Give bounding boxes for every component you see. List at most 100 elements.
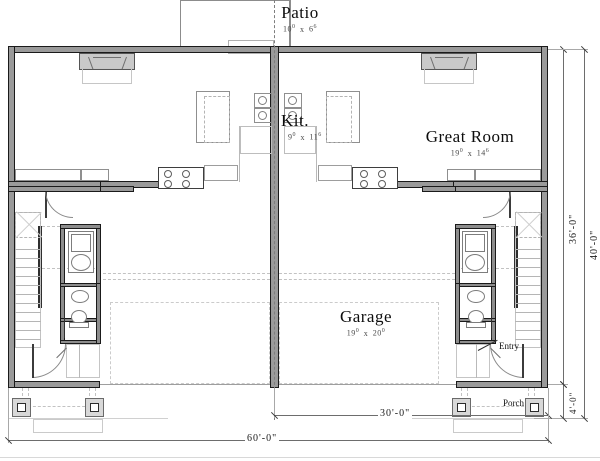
ext-line-depth-outer-bottom	[534, 418, 588, 419]
porch-rail-right	[390, 418, 548, 419]
sink-basin-left-b	[258, 111, 267, 120]
porch-line-right-b	[467, 388, 468, 406]
bay-window-right-sill	[424, 68, 474, 84]
room-label-kitchen: Kit. 90 x 116	[281, 112, 351, 143]
garage-dimensions: 190 x 200	[346, 328, 386, 338]
bath-wall-right-inner	[455, 224, 460, 284]
burner-left-3	[164, 180, 172, 188]
garage-name: Garage	[339, 307, 393, 326]
kitchen-partition-right	[316, 126, 317, 182]
closet-divider-right	[476, 344, 477, 378]
stair-tread-right	[515, 285, 541, 286]
burner-right-2	[378, 170, 386, 178]
tub-left-inner	[71, 234, 91, 252]
kitchen-sink-left-b	[254, 108, 272, 123]
dimension-line-depth-inner	[563, 49, 564, 384]
closet-left	[66, 344, 100, 378]
porch-line-right-d	[534, 388, 535, 406]
stair-tread-left	[15, 303, 41, 304]
kitchen-dimensions: 90 x 116	[288, 132, 322, 142]
stair-tread-right	[515, 303, 541, 304]
door-leaf-entry-left	[32, 344, 34, 378]
room-label-greatroom: Great Room 190 x 146	[400, 128, 540, 159]
porch-post-right-b-inner	[530, 403, 539, 412]
stair-tread-left	[15, 258, 41, 259]
interior-wall-left-upper	[8, 186, 103, 192]
ext-line-overall-right	[548, 415, 549, 443]
ext-line-depth-outer-top	[548, 49, 588, 50]
closet-divider-left	[79, 344, 80, 378]
bath-wall-left-top	[60, 224, 101, 229]
dimension-unit-width: 30'-0"	[378, 408, 413, 419]
garage-ceiling-line-c	[279, 273, 455, 274]
porch-slab-right	[453, 419, 523, 433]
stair-tread-left	[15, 276, 41, 277]
stair-tread-right	[515, 276, 541, 277]
garage-slab-outline-right	[279, 302, 439, 384]
bath-wall-left-inner	[96, 224, 101, 284]
porch-line-left-b	[28, 388, 29, 406]
garage-slab-outline-left	[110, 302, 270, 384]
kitchen-partition-left	[239, 126, 240, 182]
door-swing-stair-left	[45, 190, 73, 218]
stair-tread-right	[515, 330, 541, 331]
door-swing-entry-left	[32, 344, 66, 378]
patio-name: Patio	[281, 3, 319, 22]
ext-line-unit-width-left	[274, 388, 275, 418]
greatroom-name: Great Room	[425, 127, 515, 146]
garage-ceiling-line-a	[103, 273, 270, 274]
bay-window-right-head	[435, 57, 463, 58]
kitchen-counter-left-b	[81, 169, 109, 181]
bath-wall-left-mid	[60, 283, 101, 287]
garage-ceiling-line-b	[103, 279, 270, 280]
closet-right	[456, 344, 490, 378]
bay-window-left-sill	[82, 68, 132, 84]
stair-tread-left	[15, 249, 41, 250]
door-leaf-stair-left	[45, 190, 47, 218]
ext-line-unit-width-right	[548, 388, 549, 418]
kitchen-sink-left	[254, 93, 272, 108]
fridge-right	[318, 165, 352, 181]
bath-wall-right-top	[455, 224, 496, 229]
bay-window-left-head	[93, 57, 121, 58]
porch-edge-right	[467, 406, 529, 407]
door-leaf-stair-right	[509, 190, 511, 218]
stair-tread-left	[15, 285, 41, 286]
hall-partition-right	[455, 283, 460, 344]
stair-tread-left	[15, 330, 41, 331]
stair-tread-right	[515, 249, 541, 250]
tub-basin-right	[465, 254, 485, 271]
door-leaf-entry-right	[522, 344, 524, 378]
garage-ceiling-line-d	[279, 279, 455, 280]
stair-tread-right	[515, 267, 541, 268]
stair-tread-right	[515, 339, 541, 340]
dimension-porch-depth: 4'-0"	[568, 389, 578, 416]
kitchen-counter-left-a	[15, 169, 81, 181]
ext-line-overall-left	[8, 388, 9, 443]
kitchen-counter-right-lower	[284, 126, 316, 154]
tub-basin-left	[71, 254, 91, 271]
stair-tread-left	[15, 339, 41, 340]
stair-tread-left	[15, 267, 41, 268]
porch-post-left-a-inner	[17, 403, 26, 412]
porch-line-right-a	[461, 388, 462, 406]
lavatory-left	[71, 290, 89, 303]
toilet-tank-left	[69, 322, 89, 328]
exterior-wall-bottom-left	[8, 381, 100, 388]
interior-wall-right-stub	[422, 186, 456, 192]
stair-tread-right	[515, 321, 541, 322]
door-leaf-bath-left	[64, 300, 65, 338]
dimension-depth-inner: 36'-0"	[568, 211, 579, 246]
door-swing-stair-right	[483, 190, 511, 218]
porch-line-left-d	[95, 388, 96, 406]
burner-left-1	[164, 170, 172, 178]
dimension-line-depth-outer	[584, 49, 585, 418]
kitchen-island-right-inner	[326, 96, 352, 143]
door-leaf-bath-right	[491, 300, 492, 338]
lavatory-right	[467, 290, 485, 303]
burner-left-2	[182, 170, 190, 178]
hall-partition-left	[96, 283, 101, 344]
burner-right-4	[378, 180, 386, 188]
porch-line-left-a	[22, 388, 23, 406]
entry-label: Entry	[499, 341, 519, 351]
